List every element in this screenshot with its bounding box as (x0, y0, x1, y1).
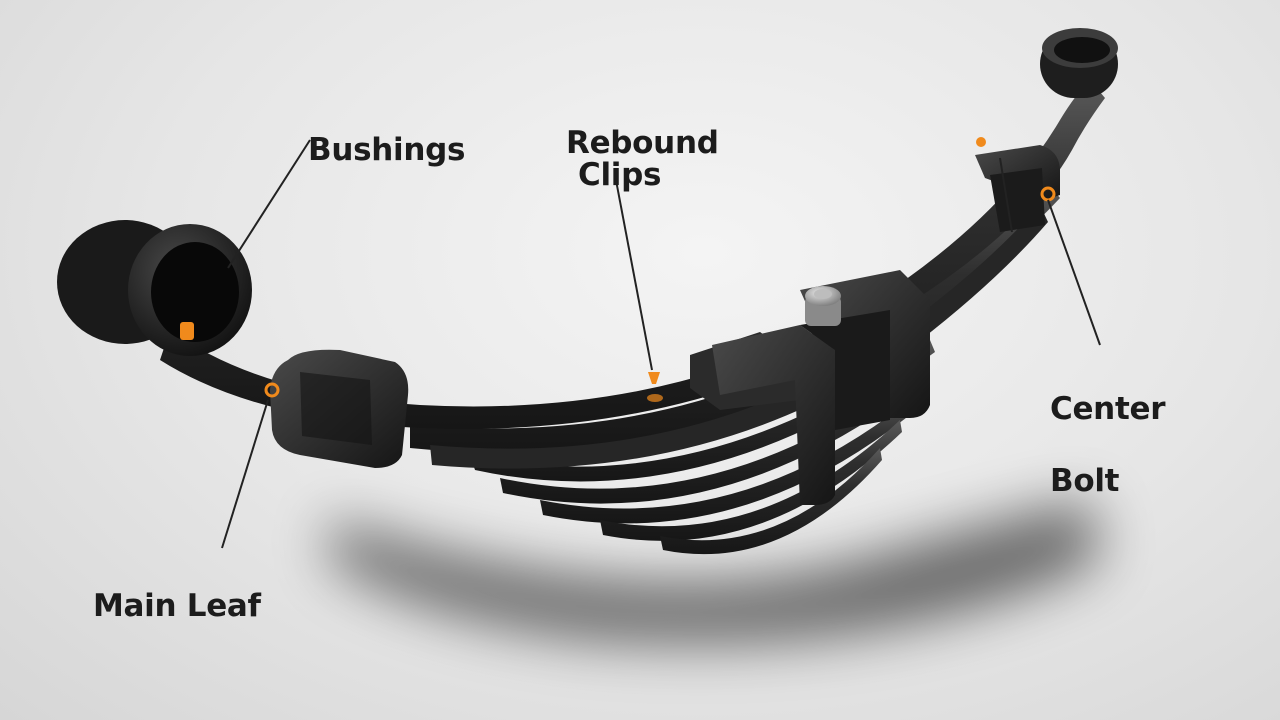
label-bushings: Bushings (308, 99, 465, 167)
leader-lines (221, 139, 1101, 549)
label-rebound-line1: Rebound (566, 125, 719, 161)
front-rebound-clip (270, 349, 409, 468)
label-rebound-line2: Clips (578, 157, 662, 193)
label-rebound-clips: Rebound Clips (566, 95, 719, 223)
label-center-line2: Bolt (1050, 463, 1120, 499)
label-center-line1: Center (1050, 391, 1166, 427)
bushing-clip-icon (180, 322, 194, 340)
leader-line-center-bolt (1047, 199, 1101, 346)
main-leaf (160, 80, 1105, 429)
label-center-bolt: Center Bolt (1050, 355, 1165, 535)
leader-line-main-leaf (221, 399, 269, 549)
orange-bolt-markers (264, 137, 1056, 402)
ground-shadow (330, 500, 1100, 644)
label-main-leaf-text: Main Leaf (93, 588, 261, 624)
rear-bushing (1040, 28, 1118, 98)
label-bushings-text: Bushings (308, 132, 466, 168)
main-leaf-bolt-icon (264, 382, 280, 398)
rear-clip-bolt-icon (976, 137, 986, 147)
leader-line-rebound-clips (614, 174, 653, 371)
leader-line-bushings (227, 139, 311, 269)
label-main-leaf: Main Leaf (93, 555, 261, 623)
leader-line-center-bolt-a (999, 157, 1013, 233)
center-bolt (805, 286, 841, 326)
front-bushing (57, 220, 252, 356)
rebound-clip-bolt-icon (648, 372, 660, 384)
